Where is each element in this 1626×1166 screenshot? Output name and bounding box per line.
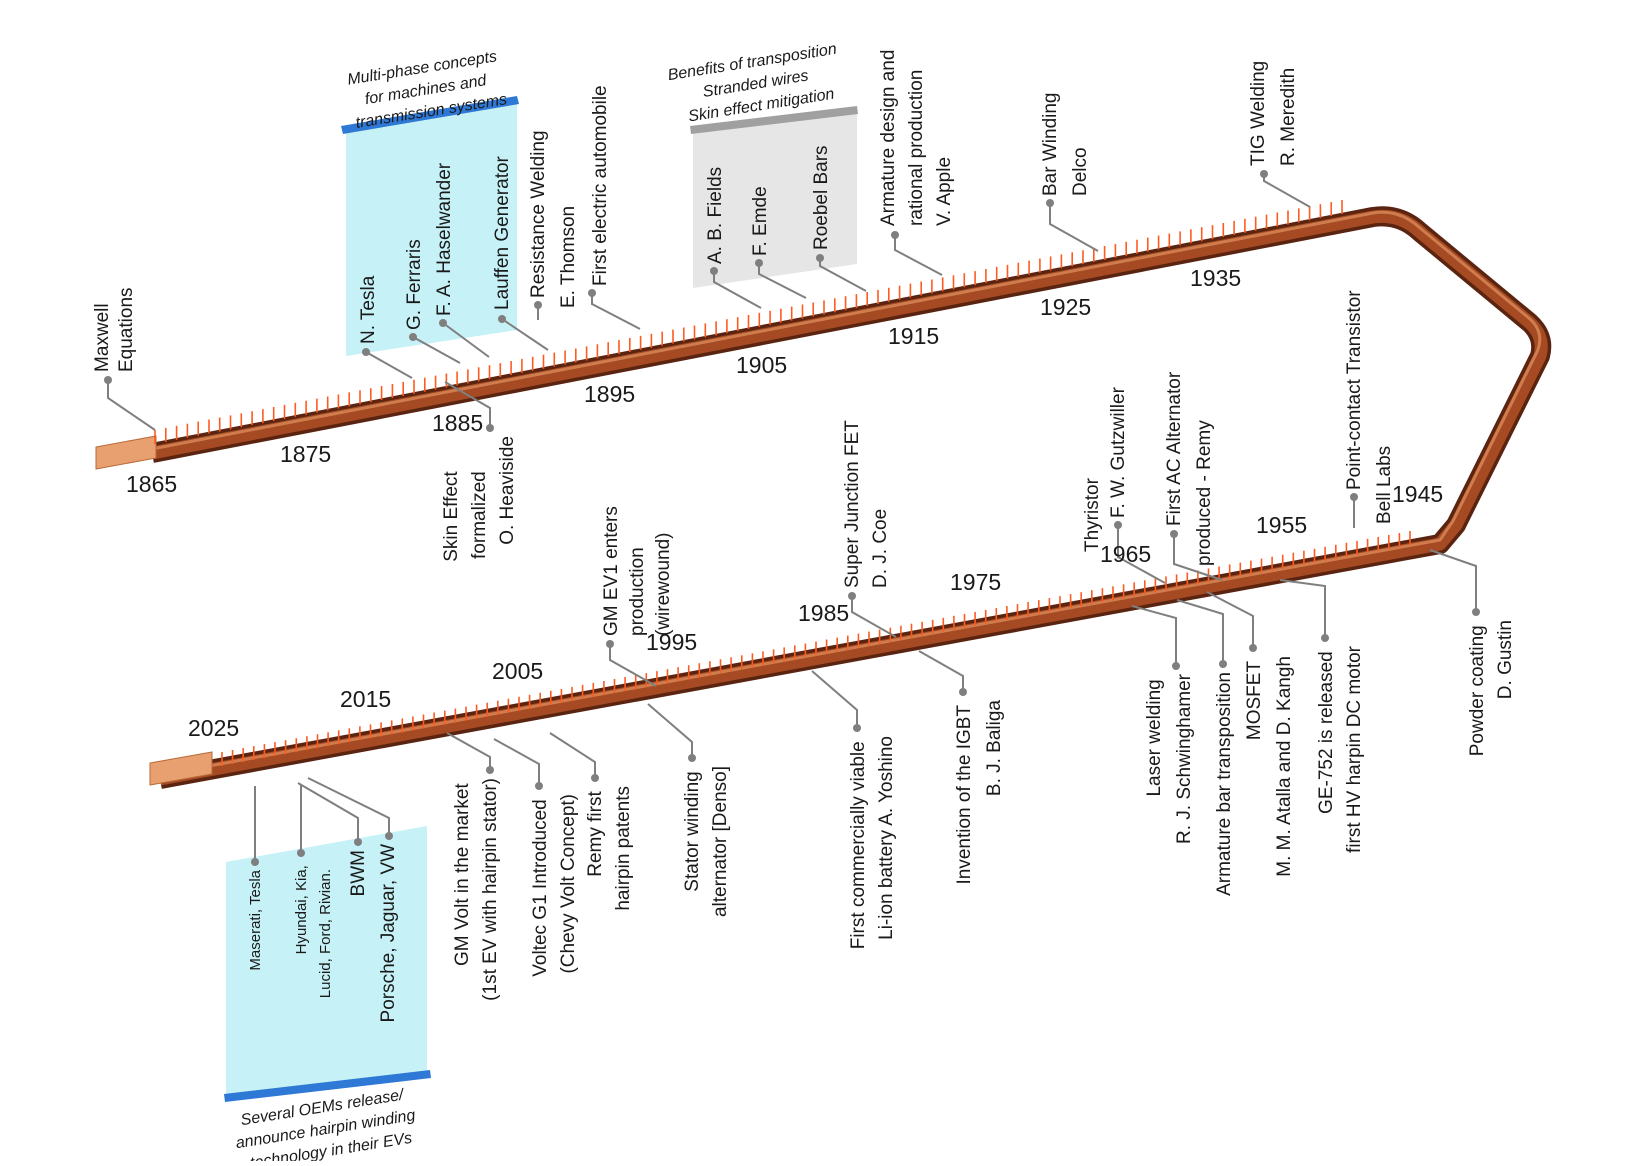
- event-skin-effect: Skin Effect formalized O. Heaviside: [441, 436, 518, 562]
- event-roebel: Roebel Bars: [811, 145, 832, 250]
- year-1915: 1915: [888, 323, 939, 349]
- year-labels: 1865 1875 1885 1895 1905 1915 1925 1935 …: [126, 265, 1443, 741]
- event-bwm: BWM: [348, 850, 369, 896]
- year-1995: 1995: [646, 629, 697, 655]
- event-bar-winding: Bar Winding Delco: [1040, 87, 1091, 196]
- event-armature-bar-transposition: Armature bar transposition: [1214, 672, 1235, 896]
- event-point-contact-transistor: Point-contact Transistor Bell Labs: [1344, 285, 1395, 524]
- year-1885: 1885: [432, 410, 483, 436]
- oems-highlight: Several OEMs release/ announce hairpin w…: [224, 826, 431, 1166]
- event-tig-welding: TIG Welding R. Meredith: [1248, 55, 1299, 166]
- multiphase-highlight: Multi-phase concepts for machines and tr…: [341, 48, 519, 356]
- leader-lines: [107, 174, 1477, 862]
- year-1975: 1975: [950, 569, 1001, 595]
- year-1905: 1905: [736, 352, 787, 378]
- event-igbt: Invention of the IGBT B. J. Baliga: [954, 700, 1005, 885]
- year-1925: 1925: [1040, 294, 1091, 320]
- year-1985: 1985: [798, 600, 849, 626]
- event-gm-volt: GM Volt in the market (1st EV with hairp…: [452, 778, 501, 1001]
- event-li-ion-battery: First commercially viable Li-ion battery…: [848, 736, 897, 949]
- event-ge752: GE-752 is released first HV harpin DC mo…: [1316, 645, 1365, 853]
- year-2015: 2015: [340, 686, 391, 712]
- event-porsche: Porsche, Jaguar, VW: [378, 844, 399, 1023]
- event-mosfet: MOSFET M. M. Atalla and D. Kangh: [1244, 656, 1295, 877]
- year-1965: 1965: [1100, 541, 1151, 567]
- year-1865: 1865: [126, 471, 177, 497]
- tick-marks-upper: [154, 200, 1343, 444]
- event-emde: F. Emde: [750, 186, 771, 256]
- year-1875: 1875: [280, 441, 331, 467]
- event-tesla: N. Tesla: [358, 275, 379, 344]
- event-first-electric-automobile: First electric automobile: [590, 85, 611, 286]
- event-ferraris: G. Ferraris: [404, 239, 425, 330]
- event-powder-coating: Powder coating D. Gustin: [1467, 620, 1516, 756]
- event-thyristor: Thyristor F. W. Gutzwiller: [1082, 386, 1129, 552]
- event-armature-design: Armature design and rational production …: [878, 44, 955, 226]
- year-1955: 1955: [1256, 512, 1307, 538]
- year-1945: 1945: [1392, 481, 1443, 507]
- event-gm-ev1: GM EV1 enters production (wirewound): [601, 501, 674, 636]
- year-1935: 1935: [1190, 265, 1241, 291]
- event-laser-welding: Laser welding R. J. Schwinghamer: [1144, 673, 1195, 844]
- event-remy-hairpin: Remy first hairpin patents: [585, 786, 634, 911]
- event-lauffen: Lauffen Generator: [492, 155, 513, 310]
- year-2005: 2005: [492, 658, 543, 684]
- hairpin-wire: [95, 206, 1552, 789]
- event-super-junction-fet: Super Junction FET D. J. Coe: [842, 415, 891, 588]
- event-maserati: Maserati, Tesla: [247, 869, 264, 970]
- event-fields: A. B. Fields: [705, 167, 726, 264]
- event-haselwander: F. A. Haselwander: [434, 162, 455, 316]
- event-first-ac-alternator: First AC Alternator produced - Remy: [1164, 367, 1215, 566]
- event-hyundai: Hyundai, Kia, Lucid, Ford, Rivian.: [293, 861, 334, 998]
- year-2025: 2025: [188, 715, 239, 741]
- event-resistance-welding: Resistance Welding E. Thomson: [528, 125, 579, 308]
- benefits-highlight: Benefits of transposition Stranded wires…: [667, 41, 858, 288]
- leader-dots: [104, 170, 1480, 866]
- event-voltec: Voltec G1 Introduced (Chevy Volt Concept…: [530, 794, 579, 977]
- event-labels: Maxwell Equations N. Tesla G. Ferraris F…: [92, 44, 1516, 1023]
- event-maxwell: Maxwell Equations: [92, 287, 137, 372]
- year-1895: 1895: [584, 381, 635, 407]
- event-stator-winding: Stator winding alternator [Denso]: [682, 766, 731, 917]
